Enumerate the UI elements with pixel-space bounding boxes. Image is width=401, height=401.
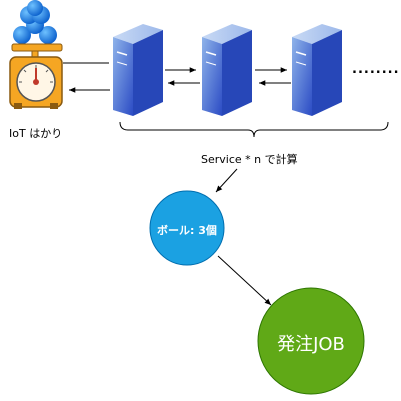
iot-scale-icon [9, 0, 63, 109]
server-1-icon [113, 24, 163, 116]
calc-to-ball-arrow [215, 168, 238, 193]
iot-scale-label: IoT はかり [9, 127, 63, 140]
server-3-icon [292, 24, 342, 116]
server2-server3-connectors [255, 67, 291, 86]
job-node [257, 287, 365, 395]
server1-server2-connectors [165, 67, 200, 86]
service-calc-label: Service * n で計算 [201, 153, 298, 166]
ball-node [149, 190, 225, 266]
ball-to-job-arrow [217, 255, 272, 306]
servers-ellipsis: ........ [352, 62, 400, 77]
ball-count-label: ボール: 3個 [157, 224, 217, 237]
servers-brace [119, 121, 389, 138]
scale-server-connectors [63, 62, 110, 93]
order-job-label: 発注JOB [277, 334, 345, 355]
server-2-icon [202, 24, 252, 116]
